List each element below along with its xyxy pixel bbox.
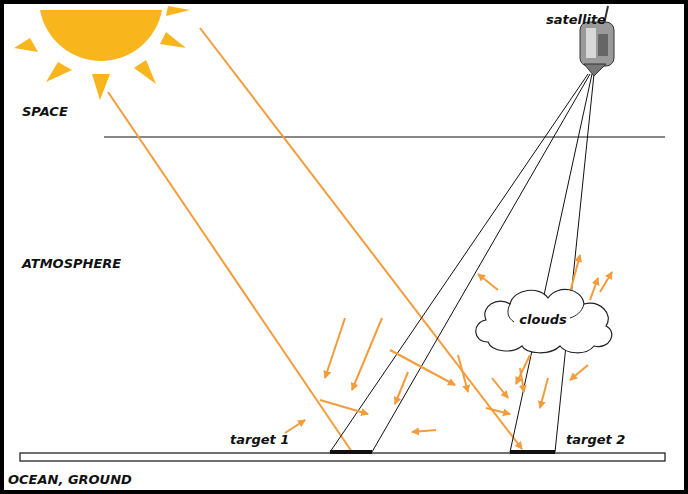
- cloud-shape: clouds: [470, 282, 616, 356]
- target-label: target 1: [230, 432, 289, 447]
- satellite-label: satellite: [546, 12, 606, 27]
- region-label: OCEAN, GROUND: [8, 472, 132, 487]
- cloud-label: clouds: [517, 312, 568, 327]
- target-label: target 2: [566, 432, 625, 447]
- region-label: ATMOSPHERE: [22, 256, 121, 271]
- region-label: SPACE: [22, 104, 68, 119]
